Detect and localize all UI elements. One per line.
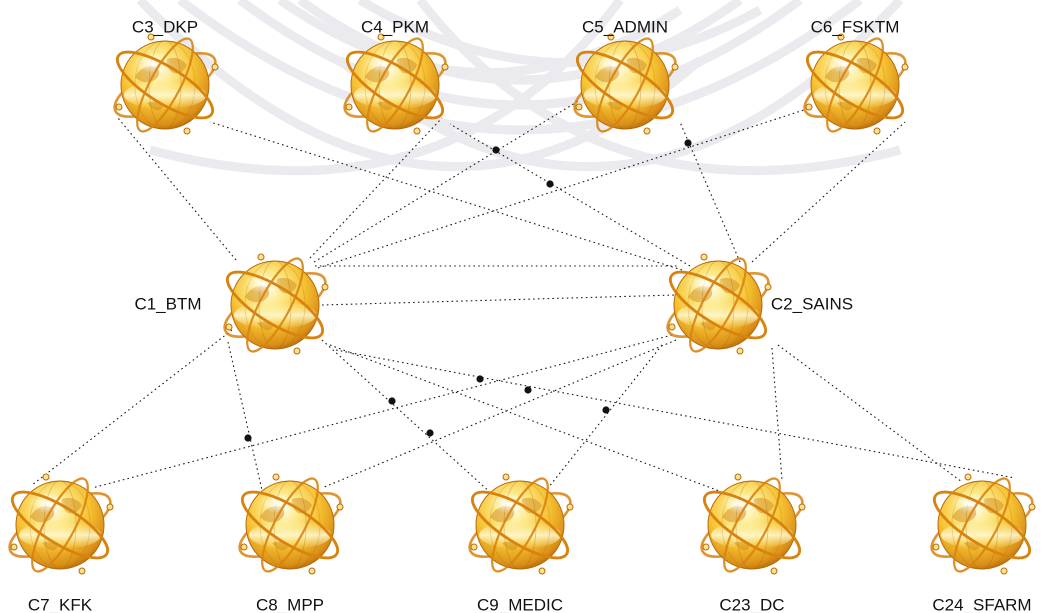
link-c2_sains-c24_sfarm: [777, 344, 963, 483]
link-junction-dot: [492, 146, 500, 154]
globe-icon: [573, 33, 679, 135]
globe-icon: [468, 473, 574, 575]
globe-icon: [803, 33, 909, 135]
globe-icon: [8, 473, 114, 575]
link-c1_btm-c3_dkp: [117, 117, 237, 261]
node-c9_medic: C9_MEDIC: [468, 473, 574, 613]
node-c8_mpp: C8_MPP: [238, 473, 344, 613]
node-label: C9_MEDIC: [477, 595, 563, 613]
link-c1_btm-c8_mpp: [227, 341, 263, 491]
link-junction-dot: [524, 386, 532, 394]
globe-icon: [223, 253, 329, 355]
links-layer: [31, 99, 1016, 495]
node-label: C4_PKM: [361, 17, 429, 36]
node-label: C24_SFARM: [932, 595, 1031, 613]
node-c4_pkm: C4_PKM: [343, 17, 449, 135]
nodes-layer: C3_DKP C4_PKM C5_ADMIN C6_FSKTM C1_BTM C2_SAI…: [8, 17, 1036, 613]
node-label: C7_KFK: [28, 595, 93, 613]
globe-icon: [238, 473, 344, 575]
link-c1_btm-c23_dc: [329, 344, 723, 493]
node-label: C23_DC: [719, 595, 784, 613]
link-c1_btm-c4_pkm: [309, 117, 443, 259]
link-c1_btm-c7_kfk: [31, 329, 233, 486]
link-c2_sains-c6_fsktm: [751, 121, 906, 263]
node-label: C2_SAINS: [771, 294, 853, 313]
link-junction-dot: [602, 406, 610, 414]
node-c3_dkp: C3_DKP: [113, 17, 219, 135]
link-c2_sains-c3_dkp: [209, 121, 683, 271]
globe-icon: [113, 33, 219, 135]
node-label: C5_ADMIN: [582, 17, 668, 36]
link-c1_btm-c2_sains: [321, 294, 677, 306]
node-c2_sains: C2_SAINS: [666, 253, 853, 355]
node-c23_dc: C23_DC: [700, 473, 806, 613]
node-label: C3_DKP: [132, 17, 198, 36]
junctions-layer: [244, 139, 692, 442]
link-junction-dot: [684, 139, 692, 147]
link-c2_sains-c8_mpp: [321, 339, 677, 489]
node-c1_btm: C1_BTM: [134, 253, 329, 355]
link-c2_sains-c23_dc: [771, 347, 783, 481]
link-c2_sains-c5_admin: [679, 121, 741, 263]
node-c24_sfarm: C24_SFARM: [930, 473, 1036, 613]
globe-icon: [930, 473, 1036, 575]
node-label: C6_FSKTM: [811, 17, 900, 36]
link-junction-dot: [426, 429, 434, 437]
background-swirl-pattern: [136, 0, 904, 176]
link-c2_sains-c7_kfk: [91, 334, 673, 489]
node-c7_kfk: C7_KFK: [8, 473, 114, 613]
globe-icon: [343, 33, 449, 135]
globe-icon: [700, 473, 806, 575]
node-label: C1_BTM: [134, 294, 201, 313]
node-c5_admin: C5_ADMIN: [573, 17, 679, 135]
link-c2_sains-c4_pkm: [449, 123, 691, 267]
link-junction-dot: [244, 434, 252, 442]
link-junction-dot: [388, 397, 396, 405]
globe-icon: [666, 253, 772, 355]
link-c2_sains-c9_medic: [547, 344, 663, 489]
link-c1_btm-c5_admin: [313, 99, 581, 263]
node-label: C8_MPP: [256, 595, 324, 613]
node-c6_fsktm: C6_FSKTM: [803, 17, 909, 135]
link-junction-dot: [476, 375, 484, 383]
link-c1_btm-c24_sfarm: [335, 349, 1016, 479]
link-junction-dot: [546, 180, 554, 188]
